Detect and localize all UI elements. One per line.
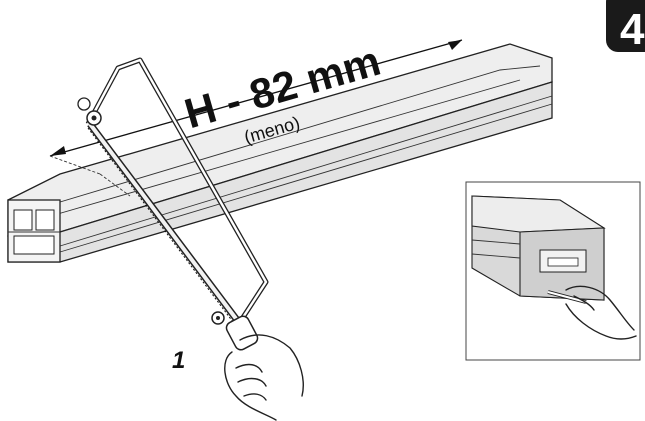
dimension-arrow <box>49 39 463 197</box>
step-number: 1 <box>172 347 185 374</box>
step-badge: 4 <box>606 0 645 54</box>
hacksaw-icon <box>77 57 269 351</box>
step-badge-number: 4 <box>620 5 645 54</box>
rail-profile <box>7 43 553 263</box>
hand-icon <box>224 334 304 421</box>
detail-inset <box>465 181 641 361</box>
